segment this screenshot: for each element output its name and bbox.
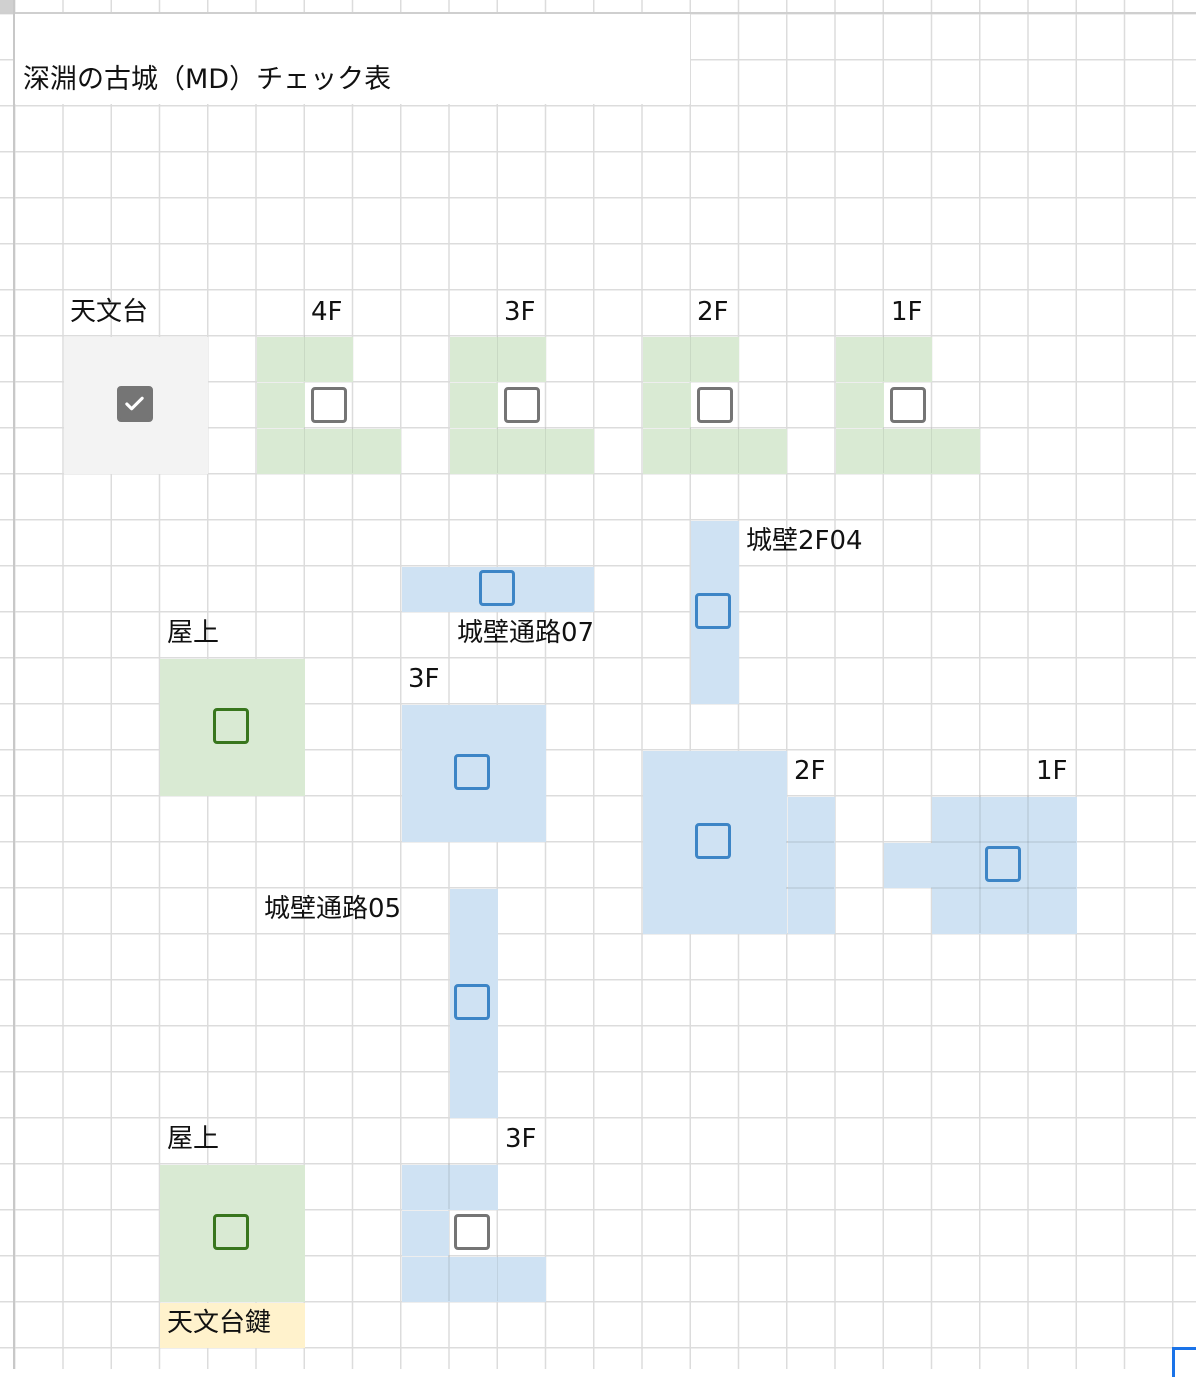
section-label: 3F <box>505 1124 537 1154</box>
section-label: 2F <box>697 297 729 327</box>
checkbox-f2a[interactable] <box>696 387 733 423</box>
cell-border <box>351 427 354 473</box>
section-label: 城壁2F04 <box>746 526 863 556</box>
column-header-border <box>0 12 1196 14</box>
room-cell[interactable] <box>449 428 594 474</box>
section-label: 2F <box>794 756 826 786</box>
checkbox-wall2f04[interactable] <box>695 593 731 629</box>
checkbox-f3a[interactable] <box>503 387 540 423</box>
floor-3f-block[interactable] <box>401 704 546 842</box>
cell-border <box>689 427 691 473</box>
cell-border <box>882 427 884 473</box>
section-label: 屋上 <box>167 618 220 648</box>
checkbox-f1b[interactable] <box>985 846 1021 882</box>
row-header-border <box>13 0 15 1369</box>
cell-border <box>786 841 835 843</box>
checkbox-f3b[interactable] <box>454 754 490 790</box>
section-label: 天文台鍵 <box>167 1308 272 1338</box>
room-cell[interactable] <box>642 428 787 474</box>
section-label: 天文台 <box>70 297 149 327</box>
room-cell[interactable] <box>256 336 353 382</box>
checkbox-f1a[interactable] <box>889 387 926 423</box>
sheet-title: 深淵の古城（MD）チェック表 <box>23 64 392 95</box>
floor-1f-block[interactable] <box>932 796 1077 934</box>
floor-2f-block[interactable] <box>642 750 787 934</box>
cell-border <box>930 841 1076 843</box>
cell-border <box>303 335 305 381</box>
cell-border <box>1027 795 1029 933</box>
cell-border <box>448 1255 450 1301</box>
cell-border <box>930 427 933 473</box>
room-cell[interactable] <box>835 382 884 428</box>
cell-border <box>303 427 305 473</box>
cell-border <box>544 427 547 473</box>
checkbox-observatory[interactable] <box>117 386 153 422</box>
selection-handle[interactable] <box>1172 1347 1196 1377</box>
checkbox-wallpath05[interactable] <box>454 984 490 1020</box>
checkbox-wallpath07[interactable] <box>479 570 515 606</box>
room-cell[interactable] <box>401 1256 546 1302</box>
section-label: 城壁通路07 <box>457 618 595 648</box>
cell-border <box>448 1163 450 1209</box>
room-cell[interactable] <box>449 336 546 382</box>
room-cell[interactable] <box>642 336 739 382</box>
room-cell[interactable] <box>256 428 401 474</box>
section-label: 1F <box>1036 756 1068 786</box>
cell-border <box>496 427 498 473</box>
cell-border <box>737 427 740 473</box>
cell-border <box>882 335 884 381</box>
checkbox-roof1[interactable] <box>213 708 249 744</box>
checkbox-f2b[interactable] <box>695 823 731 859</box>
checkbox-f4[interactable] <box>310 387 347 423</box>
cell-border <box>496 1255 498 1301</box>
room-cell[interactable] <box>256 382 305 428</box>
section-label: 城壁通路05 <box>264 894 402 924</box>
room-cell[interactable] <box>401 1210 450 1256</box>
room-cell[interactable] <box>835 336 932 382</box>
room-cell[interactable] <box>835 428 980 474</box>
cell-border <box>689 335 691 381</box>
roof-block[interactable] <box>160 1164 305 1302</box>
observatory-key-cell[interactable] <box>160 1302 305 1348</box>
room-cell[interactable] <box>787 796 836 934</box>
section-label: 3F <box>504 297 536 327</box>
room-cell[interactable] <box>449 382 498 428</box>
cell-border <box>496 335 498 381</box>
room-cell[interactable] <box>642 382 691 428</box>
cell-border <box>786 887 835 889</box>
checkbox-roof2[interactable] <box>213 1214 249 1250</box>
cell-border <box>930 887 1076 889</box>
checkmark-icon <box>125 396 144 411</box>
section-label: 1F <box>891 297 923 327</box>
section-label: 3F <box>408 664 440 694</box>
section-label: 屋上 <box>167 1124 220 1154</box>
room-cell[interactable] <box>401 1164 498 1210</box>
checkbox-f3c[interactable] <box>454 1214 490 1250</box>
select-all-corner[interactable] <box>0 0 14 13</box>
section-label: 4F <box>311 297 343 327</box>
room-cell[interactable] <box>884 842 932 888</box>
roof-block[interactable] <box>160 658 305 796</box>
cell-border <box>979 795 981 933</box>
title-cell[interactable] <box>15 14 690 104</box>
